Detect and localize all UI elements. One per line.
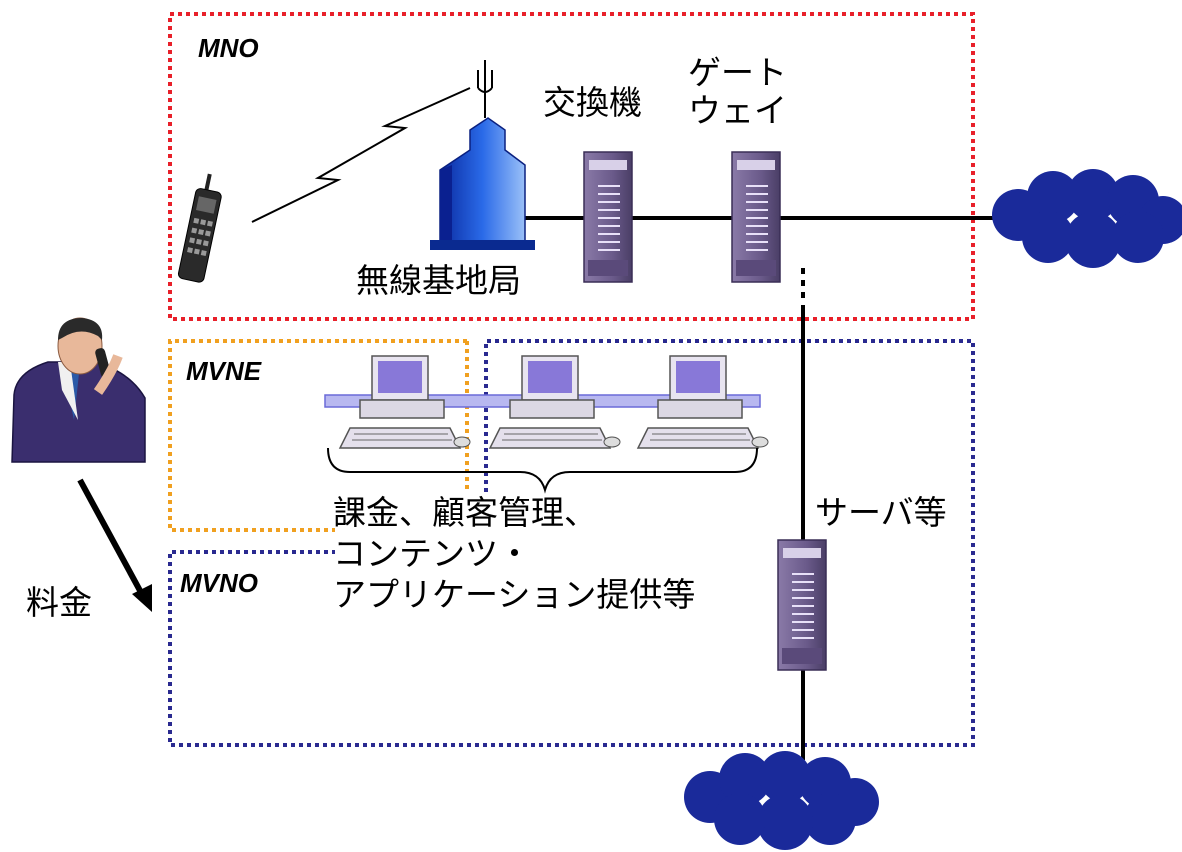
fee-label: 料金 (26, 583, 92, 622)
brace (327, 447, 758, 494)
services-label-line3: アプリケーション提供等 (333, 575, 696, 614)
antenna-icon (477, 60, 493, 118)
mvne-region-border (168, 339, 467, 532)
cloud-icon (684, 751, 879, 850)
building-icon (430, 117, 535, 250)
fee-arrow-head (132, 584, 152, 612)
cloud-icon (992, 169, 1182, 268)
mobile-phone-icon (177, 173, 222, 283)
gateway-server-icon (731, 151, 781, 283)
services-label-line2: コンテンツ・ (333, 534, 531, 573)
app-server-icon (777, 539, 827, 671)
gateway-label-line1: ゲート (688, 53, 787, 92)
services-label-line1: 課金、顧客管理、 (333, 493, 597, 532)
base-station-label: 無線基地局 (356, 261, 521, 300)
person-icon (11, 317, 146, 463)
mvne-region-label: MVNE (186, 356, 262, 386)
gateway-label-line2: ウェイ (688, 91, 787, 130)
mvno-region-label: MVNO (180, 568, 258, 598)
mno-region-label: MNO (198, 33, 259, 63)
fee-arrow (77, 478, 147, 600)
exchange-label: 交換機 (543, 83, 642, 122)
mvno-region-border-upper (168, 339, 975, 747)
radio-link-icon (251, 87, 471, 223)
exchange-server-icon (583, 151, 633, 283)
servers-label: サーバ等 (815, 493, 947, 532)
mno-region-border (168, 12, 975, 321)
